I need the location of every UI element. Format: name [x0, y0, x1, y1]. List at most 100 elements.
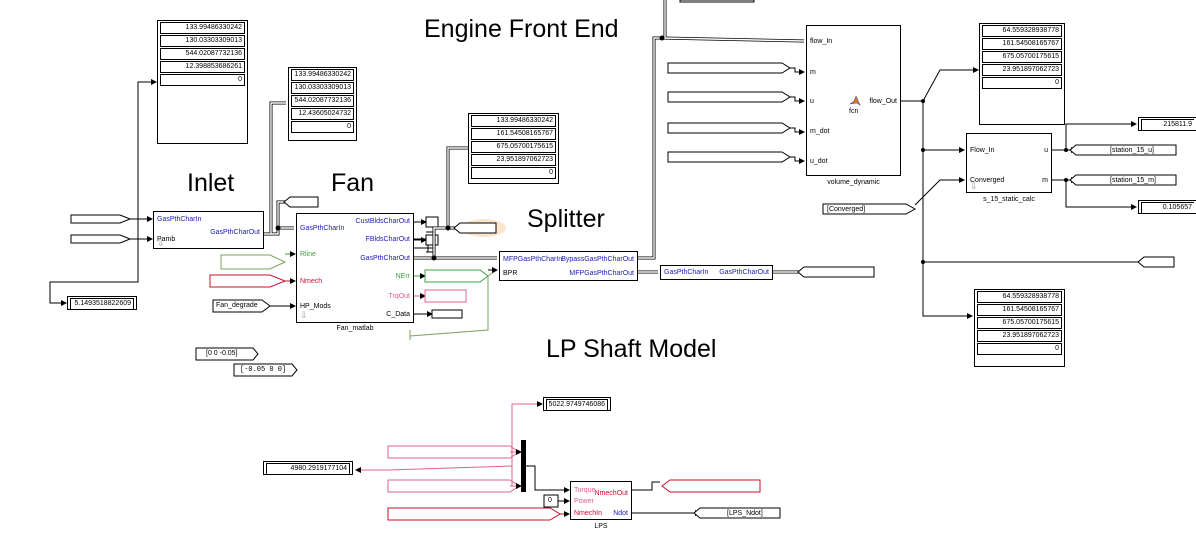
- display-value: 23.951897062723: [471, 154, 556, 166]
- inlet-wires: [49, 79, 157, 306]
- volume-in-udot: u_dot: [810, 158, 828, 165]
- inlet-mask-arrow-icon: ⇩: [157, 238, 165, 248]
- display-value: 0: [471, 167, 556, 179]
- display-value: 544.02087732136: [291, 95, 354, 107]
- duct-block[interactable]: GasPthCharIn GasPthCharOut: [660, 265, 773, 280]
- fan-in-goto-tag[interactable]: [283, 196, 319, 208]
- display-value: 133.99486330242: [291, 69, 354, 81]
- lps-ndot-goto-tag[interactable]: [LPS_Ndot]: [727, 510, 763, 517]
- fan-out-nerr: NErr: [395, 273, 410, 280]
- const-block-1[interactable]: [0 0 -0.05]: [206, 350, 238, 357]
- pamb-display: 5.1493518822609: [67, 296, 137, 310]
- static-out-m: m: [1042, 177, 1048, 184]
- static-mask-arrow-icon: ⇩: [970, 181, 978, 191]
- title-fan: Fan: [331, 169, 375, 197]
- lps-out-ndot: Ndot: [613, 510, 628, 517]
- static-out-u: u: [1044, 147, 1048, 154]
- fan-degrade-tag[interactable]: Fan_degrade: [216, 302, 258, 309]
- converged-from-tag[interactable]: [Converged]: [827, 206, 866, 213]
- title-inlet: Inlet: [187, 169, 235, 197]
- display-value: 130.03303309013: [160, 35, 245, 47]
- display-value: 675.05700175615: [982, 51, 1062, 63]
- duct-in: GasPthCharIn: [664, 269, 709, 276]
- display-value: 23.951897062723: [982, 64, 1062, 76]
- splitter-in-mfp: MFPGasPthCharIn: [503, 256, 563, 263]
- volume-display: 64.559328938778 161.54508165767 675.0570…: [979, 23, 1065, 125]
- matlab-fcn-icon: [849, 94, 861, 106]
- display-value: 130.03303309013: [291, 82, 354, 94]
- display-value: 0: [160, 74, 245, 86]
- u-display: 215811.9: [1138, 117, 1196, 131]
- u-value: 215811.9: [1141, 119, 1194, 131]
- volume-in-u: u: [810, 98, 814, 105]
- display-value: 0: [977, 343, 1062, 355]
- display-value: 12.398853686261: [160, 61, 245, 73]
- static-calc-name: s_15_static_calc: [983, 196, 1035, 203]
- fan-mask-arrow-icon: ⇩: [300, 310, 308, 320]
- lps-out-nmech: NmechOut: [594, 490, 628, 497]
- volume-in-flow: flow_In: [810, 38, 833, 45]
- m-display: 0.105657: [1138, 200, 1196, 214]
- pamb-value: 5.1493518822609: [70, 298, 134, 310]
- fan-out-trqout: TrqOut: [388, 293, 410, 300]
- display-value: 161.54508165767: [982, 38, 1062, 50]
- display-value: 544.02087732136: [160, 48, 245, 60]
- display-value: 161.54508165767: [471, 128, 556, 140]
- title-lp-shaft-model: LP Shaft Model: [546, 335, 717, 363]
- fan-in-nmech: Nmech: [300, 278, 323, 285]
- station-m-goto-tag[interactable]: [station_15_m]: [1110, 177, 1156, 184]
- inlet-in-port-gaspath: GasPthCharIn: [157, 216, 202, 223]
- fan-out-gaspath: GasPthCharOut: [360, 255, 410, 262]
- m-value: 0.105657: [1141, 202, 1194, 214]
- fan-input-wires: [209, 254, 287, 288]
- display-value: 675.05700175615: [977, 317, 1062, 329]
- station-u-goto-tag[interactable]: [station_15_u]: [1110, 147, 1154, 154]
- display-value: 12.43605024732: [291, 108, 354, 120]
- fan-block[interactable]: GasPthCharIn Rline Nmech HP_Mods CustBld…: [296, 213, 414, 323]
- static-in-converged: Converged: [970, 177, 1005, 184]
- lps-in-nmech: NmechIn: [574, 510, 603, 517]
- const-block-2[interactable]: [-0.05 0 0]: [240, 366, 287, 374]
- fan-out-custblds: CustBldsCharOut: [355, 218, 410, 225]
- volume-in-m: m: [810, 69, 816, 76]
- title-engine-front-end: Engine Front End: [424, 15, 619, 43]
- volume-out-flow: flow_Out: [869, 98, 897, 105]
- mux-bar: [521, 440, 526, 492]
- display-value: 0: [291, 121, 354, 133]
- volume-in-mdot: m_dot: [810, 128, 830, 135]
- fan-out-cdata: C_Data: [386, 311, 410, 318]
- volume-fcn-label: fcn: [849, 108, 859, 115]
- lps-torque-value: 4980.2919177104: [266, 463, 350, 475]
- splitter-out-bypass: BypassGasPthCharOut: [561, 256, 634, 263]
- display-value: 675.05700175615: [471, 141, 556, 153]
- splitter-in-bpr: BPR: [503, 270, 518, 277]
- inlet-display: 133.99486330242 130.03303309013 544.0208…: [157, 20, 248, 144]
- fan-display: 133.99486330242 130.03303309013 544.0208…: [288, 67, 357, 141]
- fan-in-rline: Rline: [300, 251, 316, 258]
- inlet-in-port-pamb: Pamb: [157, 236, 176, 243]
- volume-dynamic-name: volume_dynamic: [827, 179, 880, 186]
- lps-block[interactable]: Torque Power NmechIn NmechOut Ndot: [570, 481, 632, 520]
- lps-const-zero[interactable]: 0: [548, 497, 552, 504]
- lps-power-display: 5022.9749746086: [543, 397, 611, 411]
- lps-block-name: LPS: [594, 523, 608, 530]
- fan-block-name: Fan_matlab: [336, 325, 374, 332]
- display-value: 64.559328938778: [982, 25, 1062, 37]
- display-value: 133.99486330242: [160, 22, 245, 34]
- inlet-block[interactable]: GasPthCharIn Pamb GasPthCharOut: [153, 211, 264, 249]
- volume-dynamic-block[interactable]: flow_In m u m_dot u_dot flow_Out fcn: [806, 25, 901, 176]
- static-calc-block[interactable]: Flow_In Converged u m: [966, 133, 1052, 193]
- inlet-out-port: GasPthCharOut: [210, 229, 260, 236]
- splitter-block[interactable]: MFPGasPthCharIn BPR BypassGasPthCharOut …: [499, 251, 638, 281]
- display-value: 23.951897062723: [977, 330, 1062, 342]
- display-value: 64.559328938778: [977, 291, 1062, 303]
- display-value: 0: [982, 77, 1062, 89]
- display-value: 133.99486330242: [471, 115, 556, 127]
- bottom-right-display: 64.559328938778 161.54508165767 675.0570…: [974, 289, 1065, 367]
- volume-input-tags: [667, 62, 791, 163]
- lps-power-value: 5022.9749746086: [546, 399, 608, 411]
- fan-out-goto-tag[interactable]: [453, 222, 497, 234]
- lps-in-torque: Torque: [574, 487, 596, 494]
